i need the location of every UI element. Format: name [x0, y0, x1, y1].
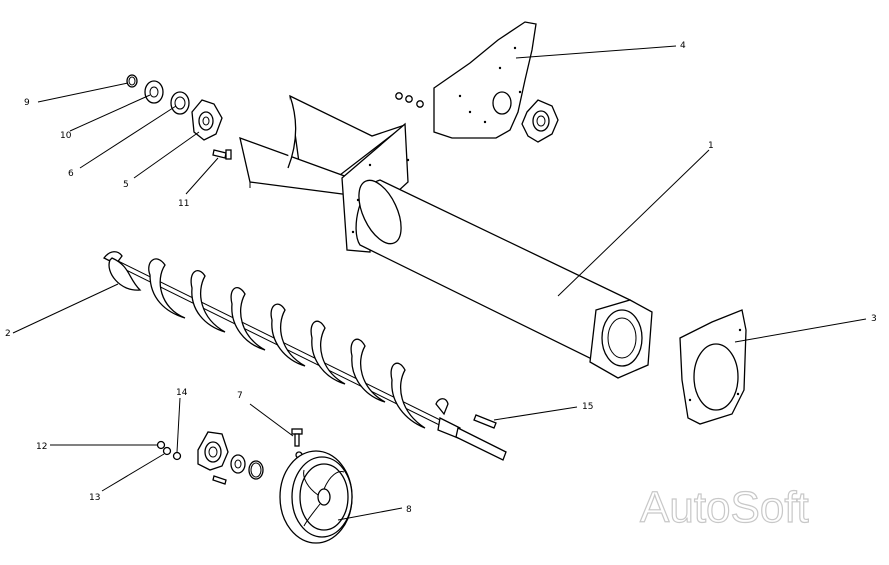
leader-15 — [493, 406, 578, 421]
leader-5 — [133, 131, 200, 179]
watermark-text: AutoSoft — [640, 483, 809, 532]
part-12-nut — [156, 440, 166, 450]
leader-13 — [101, 453, 165, 492]
callout-3: 3 — [871, 314, 877, 324]
part-15-key — [473, 414, 497, 429]
part-6-collar — [170, 91, 190, 115]
part-3-end-plate — [679, 309, 747, 425]
part-10-bearing — [144, 80, 164, 104]
lower-bearing-flange — [197, 431, 229, 471]
part-13-washer — [162, 446, 172, 456]
leader-3 — [734, 318, 867, 343]
part-4-mounting-plate — [433, 21, 537, 139]
leader-14 — [176, 397, 181, 453]
callout-15: 15 — [582, 402, 593, 412]
callout-labels: 1 2 3 4 5 6 7 8 9 10 11 12 13 14 15 — [5, 41, 877, 515]
part-9-snap-ring — [126, 74, 138, 88]
callout-8: 8 — [406, 505, 412, 515]
part-1-auger-tube — [341, 122, 653, 379]
callout-12: 12 — [36, 442, 47, 452]
leader-lines — [12, 45, 867, 521]
part-2-auger-screw — [103, 251, 507, 461]
leader-11 — [185, 157, 219, 195]
upper-nuts — [395, 92, 424, 108]
part-7-bolt — [291, 428, 303, 459]
leader-1 — [557, 149, 710, 297]
lower-snap-ring — [248, 460, 264, 480]
part-11-bolt — [212, 149, 232, 160]
leader-4 — [515, 45, 677, 59]
callout-14: 14 — [176, 388, 188, 398]
callout-1: 1 — [708, 141, 714, 151]
callout-4: 4 — [680, 41, 686, 51]
part-5-bearing-flange — [191, 99, 223, 141]
callout-6: 6 — [68, 169, 74, 179]
lower-bolt — [212, 475, 227, 485]
leader-2 — [12, 283, 119, 334]
callout-13: 13 — [89, 493, 100, 503]
callout-10: 10 — [60, 131, 72, 141]
callout-2: 2 — [5, 329, 11, 339]
part-8-pulley — [279, 450, 353, 544]
callout-5: 5 — [123, 180, 129, 190]
part-14-nut — [172, 451, 182, 461]
leader-10 — [69, 94, 151, 132]
callout-9: 9 — [24, 98, 30, 108]
lower-bearing — [230, 454, 246, 474]
leader-7 — [249, 403, 294, 437]
callout-7: 7 — [237, 391, 243, 401]
upper-bearing-flange — [521, 99, 559, 143]
leader-6 — [79, 105, 177, 169]
callout-11: 11 — [178, 199, 189, 209]
leader-9 — [37, 82, 129, 103]
leader-8 — [337, 507, 403, 521]
